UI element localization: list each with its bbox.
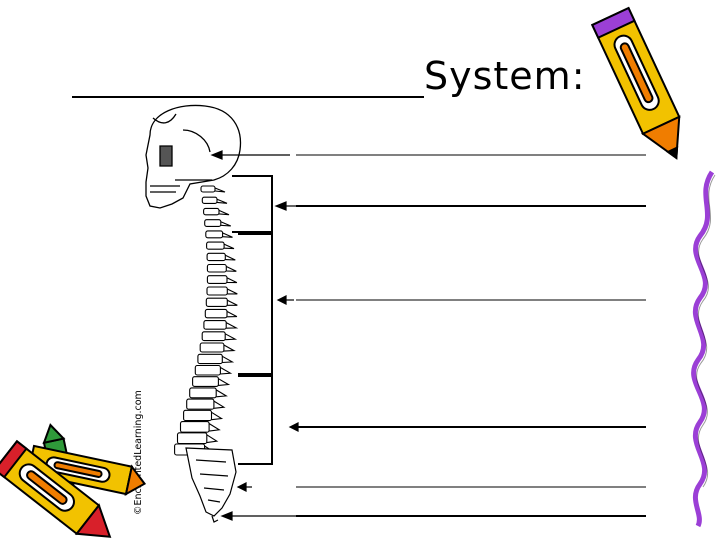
vertebra [195,366,220,376]
vertebra [187,399,214,409]
vertebra [207,287,227,295]
vertebra [190,388,217,398]
vertebral-column [175,186,238,455]
vertebra [205,220,221,227]
spinous-process [225,334,235,340]
spinous-process [215,188,225,192]
answer-lines [296,155,646,516]
spinous-process [226,323,236,329]
spinous-process [227,278,237,283]
crayon-bundle-icon [0,423,147,540]
vertebra [202,197,217,203]
spinous-process [220,368,230,375]
spinous-process [227,311,237,316]
vertebra [205,309,227,317]
spinous-process [216,390,226,397]
vertebra [201,186,215,192]
spinous-process [227,300,237,305]
spinous-process [214,401,224,408]
spinous-process [207,435,217,443]
skull-icon [146,105,240,208]
vertebra [204,321,226,330]
spinous-process [221,222,231,226]
vertebra [198,354,222,363]
vertebra [204,208,219,214]
vertebra [207,276,227,284]
spinous-process [224,244,234,249]
vertebra [184,410,212,420]
spinous-process [224,345,234,351]
vertebra [181,422,210,433]
spinous-process [227,289,237,294]
spinous-process [226,267,236,272]
vertebra [178,433,207,444]
spinous-process [225,255,235,260]
wavy-line-decoration [694,172,712,526]
vertebra [193,377,219,387]
region-brackets [232,176,272,464]
spinous-process [212,412,222,419]
vertebra [206,298,227,306]
vertebra [207,253,225,260]
spinous-process [217,199,227,203]
pencil-icon [592,8,694,166]
vertebra [207,265,226,273]
vertebra [207,242,225,249]
spinous-process [223,233,233,237]
spinous-process [218,379,228,386]
spinous-process [219,210,229,214]
vertebra [200,343,224,352]
spinous-process [209,424,219,432]
sacrum-icon [186,448,236,522]
spinous-process [222,356,232,362]
vertebra [206,231,223,238]
vertebra [202,332,225,341]
